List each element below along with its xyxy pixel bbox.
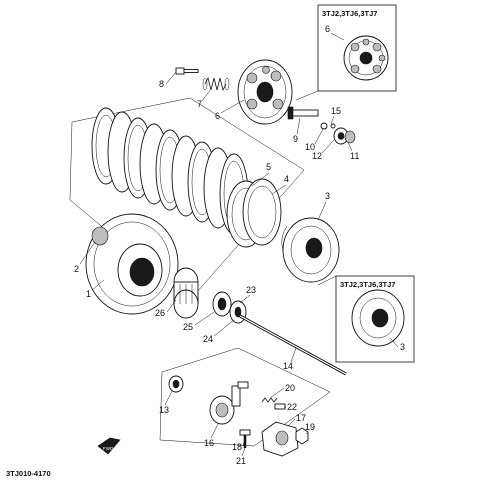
spacer xyxy=(212,291,232,317)
variant-box-top-part-label: 6 xyxy=(325,24,330,34)
callout-20: 20 xyxy=(285,383,295,393)
callout-11: 11 xyxy=(350,151,359,161)
bolt-lower xyxy=(239,429,251,448)
variant-box-bottom-part-label: 3 xyxy=(400,342,405,352)
variant-box-top: 3TJ2,3TJ6,3TJ7 6 xyxy=(317,4,397,92)
callout-17: 17 xyxy=(296,413,306,423)
clutch-plate xyxy=(242,178,282,246)
callout-8: 8 xyxy=(159,79,164,89)
thrust-washer xyxy=(229,300,247,324)
callout-22: 22 xyxy=(287,402,297,412)
callout-14: 14 xyxy=(283,361,293,371)
callout-26: 26 xyxy=(155,308,165,318)
callout-24: 24 xyxy=(203,334,213,344)
clutch-boss-variant xyxy=(351,289,405,347)
callout-13: 13 xyxy=(159,405,169,415)
callout-10: 10 xyxy=(305,142,315,152)
callout-5: 5 xyxy=(266,162,271,172)
callout-12: 12 xyxy=(312,151,322,161)
callout-25: 25 xyxy=(183,322,193,332)
callout-9: 9 xyxy=(293,134,298,144)
callout-6: 6 xyxy=(215,111,220,121)
callout-1: 1 xyxy=(86,289,91,299)
clutch-housing xyxy=(85,213,179,315)
diagram-code: 3TJ010-4170 xyxy=(6,469,51,478)
variant-box-bottom-label: 3TJ2,3TJ6,3TJ7 xyxy=(340,280,395,289)
pressure-plate-variant xyxy=(343,35,389,81)
push-lever-shaft xyxy=(209,381,249,425)
callout-19: 19 xyxy=(305,422,315,432)
callouts: 8 7 6 9 15 10 12 11 5 4 3 2 1 23 26 25 2… xyxy=(74,71,359,466)
fwd-label: FWD xyxy=(103,446,114,451)
variant-box-bottom: 3TJ2,3TJ6,3TJ7 3 xyxy=(335,275,415,363)
push-rod-assembly xyxy=(287,106,356,145)
pressure-plate xyxy=(237,59,293,125)
clutch-spring xyxy=(202,76,230,92)
callout-16: 16 xyxy=(204,438,214,448)
callout-2: 2 xyxy=(74,264,79,274)
callout-23: 23 xyxy=(246,285,256,295)
lever-cover xyxy=(261,421,299,457)
callout-21: 21 xyxy=(236,456,246,466)
callout-15: 15 xyxy=(331,106,341,116)
clutch-plates xyxy=(91,107,249,235)
callout-7: 7 xyxy=(197,99,202,109)
nut xyxy=(295,427,309,445)
callout-4: 4 xyxy=(284,174,289,184)
clutch-boss xyxy=(281,217,340,283)
callout-18: 18 xyxy=(232,442,242,452)
needle-bearing xyxy=(173,267,199,319)
return-spring xyxy=(261,397,278,403)
callout-3: 3 xyxy=(325,191,330,201)
oil-seal xyxy=(168,375,184,393)
dowel-pin xyxy=(274,403,286,410)
push-rod xyxy=(239,314,347,376)
variant-box-top-label: 3TJ2,3TJ6,3TJ7 xyxy=(322,9,377,18)
clutch-spring-bolt xyxy=(175,67,199,75)
fwd-arrow-icon: FWD xyxy=(97,437,121,455)
push-lever-box xyxy=(159,347,331,447)
